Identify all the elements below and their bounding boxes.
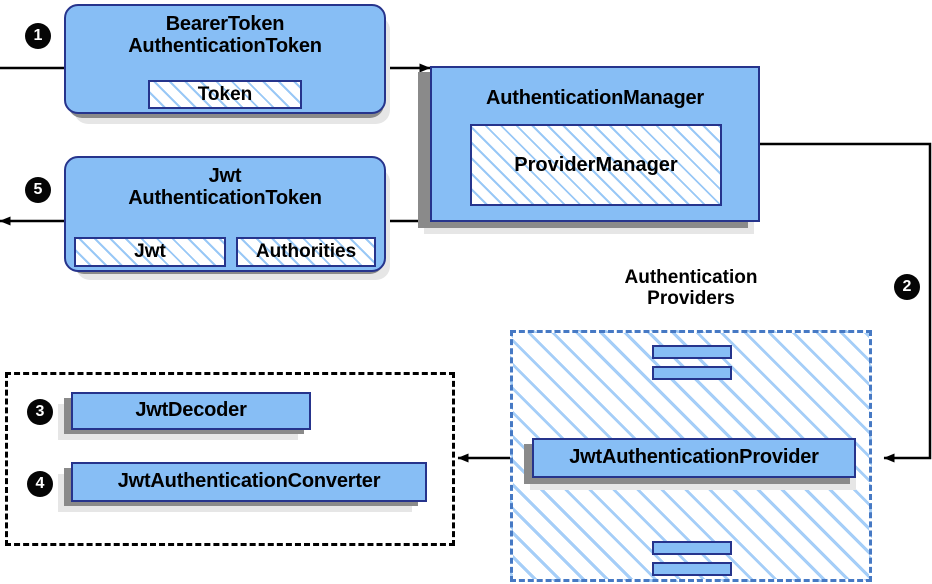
node-jwt-authentication-provider[interactable]: JwtAuthenticationProvider xyxy=(532,438,856,478)
badge-step-5: 5 xyxy=(26,178,50,202)
badge-step-1: 1 xyxy=(26,24,50,48)
authentication-providers-caption: Authentication Providers xyxy=(624,267,758,309)
badge-step-3: 3 xyxy=(28,400,52,424)
bearer-token-title: BearerToken AuthenticationToken xyxy=(128,13,322,57)
bearer-token-slot-token: Token xyxy=(148,80,302,109)
jwt-token-slot-authorities: Authorities xyxy=(236,237,376,267)
provider-stack-top-bar-2 xyxy=(652,366,732,380)
node-jwt-decoder[interactable]: JwtDecoder xyxy=(71,392,311,430)
jwt-token-title: Jwt AuthenticationToken xyxy=(128,165,322,209)
jwt-authentication-converter-title: JwtAuthenticationConverter xyxy=(117,470,381,493)
provider-stack-top-bar-1 xyxy=(652,345,732,359)
node-jwt-authentication-converter[interactable]: JwtAuthenticationConverter xyxy=(71,462,427,502)
authentication-manager-slot-provider-manager: ProviderManager xyxy=(470,124,722,206)
badge-step-2: 2 xyxy=(895,275,919,299)
provider-stack-bottom-bar-1 xyxy=(652,541,732,555)
badge-step-4: 4 xyxy=(28,472,52,496)
jwt-authentication-provider-title: JwtAuthenticationProvider xyxy=(569,446,819,469)
arrow-manager-to-provider xyxy=(760,142,932,463)
authentication-manager-title: AuthenticationManager xyxy=(485,87,705,109)
provider-stack-bottom-bar-2 xyxy=(652,562,732,576)
jwt-token-slot-jwt: Jwt xyxy=(74,237,226,267)
jwt-decoder-title: JwtDecoder xyxy=(135,399,247,422)
